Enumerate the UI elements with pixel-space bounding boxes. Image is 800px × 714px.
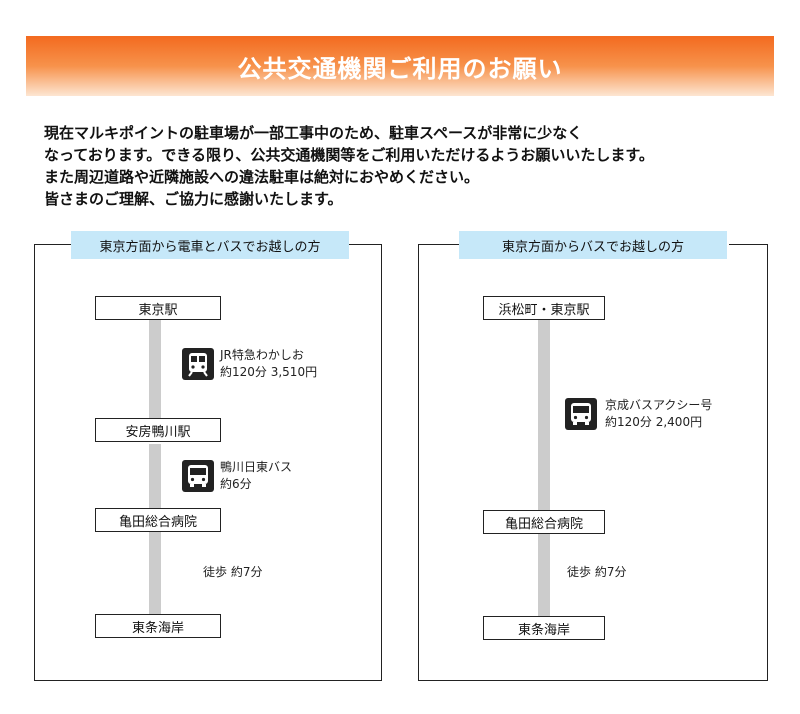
- segment-time-fare: 約6分: [220, 477, 252, 491]
- intro-line: 皆さまのご理解、ご協力に感謝いたします。: [44, 190, 343, 208]
- route-line: [538, 534, 550, 618]
- segment-time-fare: 約120分 2,400円: [605, 415, 703, 429]
- station-box: 亀田総合病院: [95, 508, 221, 532]
- station-box: 亀田総合病院: [483, 510, 605, 534]
- segment-line-name: 京成バスアクシー号: [605, 398, 713, 412]
- bus-icon: [182, 460, 214, 492]
- station-box: 安房鴨川駅: [95, 418, 221, 442]
- page-title: 公共交通機関ご利用のお願い: [237, 54, 563, 83]
- station-box: 東条海岸: [95, 614, 221, 638]
- segment-info-walk: 徒歩 約7分: [203, 565, 263, 579]
- segment-info: JR特急わかしお 約120分 3,510円: [220, 347, 317, 381]
- route-panel-train-bus: 東京方面から電車とバスでお越しの方 東京駅 安房鴨川駅 亀田総合病院 東条海岸 …: [34, 231, 382, 681]
- station-box: 東条海岸: [483, 616, 605, 640]
- segment-info: 鴨川日東バス 約6分: [220, 459, 292, 493]
- station-box: 浜松町・東京駅: [483, 296, 605, 320]
- segment-line-name: 鴨川日東バス: [220, 460, 293, 474]
- train-icon: [182, 348, 214, 380]
- route-line: [149, 532, 161, 616]
- intro-line: 現在マルキポイントの駐車場が一部工事中のため、駐車スペースが非常に少なく: [44, 124, 583, 142]
- segment-line-name: JR特急わかしお: [220, 348, 304, 362]
- segment-info: 京成バスアクシー号 約120分 2,400円: [605, 397, 712, 431]
- route-line: [149, 320, 161, 430]
- route-line: [149, 444, 161, 508]
- route-line: [538, 320, 550, 512]
- title-banner: 公共交通機関ご利用のお願い: [26, 36, 774, 96]
- station-box: 東京駅: [95, 296, 221, 320]
- segment-info-walk: 徒歩 約7分: [567, 565, 627, 579]
- intro-line: なっております。できる限り、公共交通機関等をご利用いただけるようお願いいたします…: [44, 146, 654, 164]
- route-panel-tag: 東京方面から電車とバスでお越しの方: [71, 231, 349, 259]
- route-panel-bus: 東京方面からバスでお越しの方 浜松町・東京駅 亀田総合病院 東条海岸 京成バスア…: [418, 231, 768, 681]
- bus-icon: [565, 398, 597, 430]
- intro-line: また周辺道路や近隣施設への違法駐車は絶対におやめください。: [44, 168, 480, 186]
- route-panel-tag: 東京方面からバスでお越しの方: [459, 231, 727, 259]
- segment-time-fare: 約120分 3,510円: [220, 365, 318, 379]
- intro-text: 現在マルキポイントの駐車場が一部工事中のため、駐車スペースが非常に少なく なって…: [44, 122, 784, 210]
